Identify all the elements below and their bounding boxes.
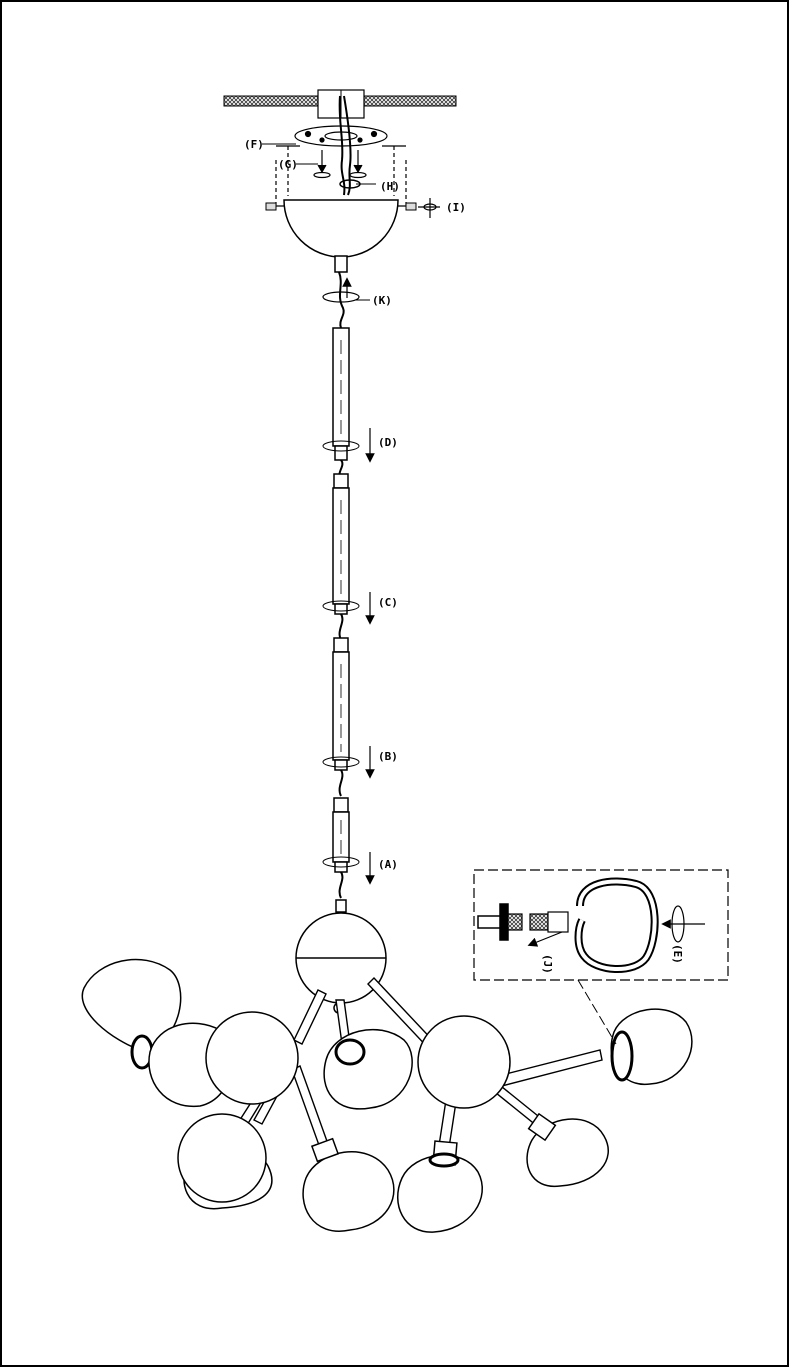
bulb-detail-inset xyxy=(473,869,729,1045)
canopy xyxy=(265,199,417,273)
label-b: (B) xyxy=(378,750,398,763)
rotate-arrow-i xyxy=(418,198,440,218)
label-i: (I) xyxy=(446,201,466,214)
label-d: (D) xyxy=(378,436,398,449)
label-f: (F) xyxy=(244,138,264,151)
globes xyxy=(81,958,693,1233)
rod-segment-c xyxy=(322,473,375,641)
rod-segment-b xyxy=(322,637,375,797)
label-a: (A) xyxy=(378,858,398,871)
label-e: (E) xyxy=(671,944,684,964)
label-j: (J) xyxy=(541,954,554,974)
label-h: (H) xyxy=(380,180,400,193)
label-c: (C) xyxy=(378,596,398,609)
rod-segment-a xyxy=(322,797,375,913)
rod-segment-d xyxy=(322,327,375,479)
central-hub xyxy=(295,912,387,1014)
rotate-arrow-k xyxy=(322,271,360,329)
label-k: (K) xyxy=(372,294,392,307)
leader-lines xyxy=(262,143,376,301)
label-g: (G) xyxy=(278,158,298,171)
